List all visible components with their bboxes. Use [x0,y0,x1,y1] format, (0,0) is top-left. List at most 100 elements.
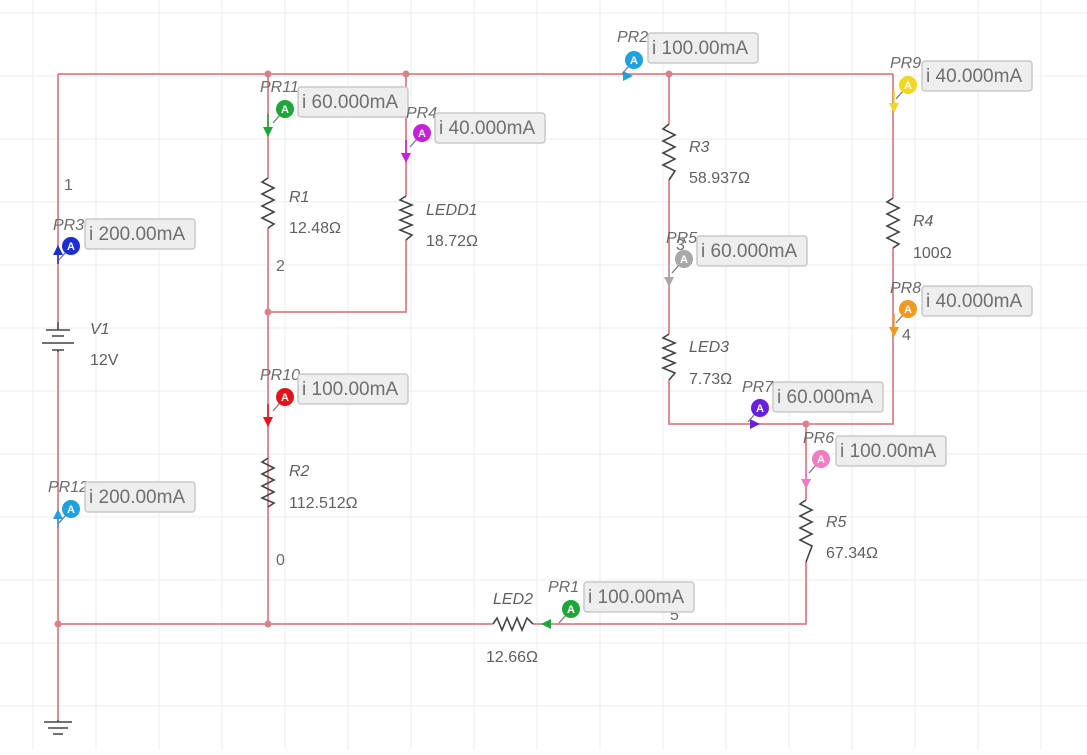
battery-icon [42,322,74,352]
probe-icon-glyph: A [281,104,289,116]
current-direction-arrow [889,103,899,113]
current-direction-arrow [750,419,760,429]
probe-reading-box[interactable] [921,60,1033,92]
ammeter-probe-icon[interactable] [751,399,769,417]
probe-reading-box[interactable] [921,285,1033,317]
resistor-r3[interactable] [661,123,677,181]
probe-stem [58,514,67,524]
r4-value: 100Ω [913,245,952,262]
wire-r4-branch[interactable] [805,74,894,500]
r5-label: R5 [826,514,847,531]
probe-name: PR10 [260,367,300,384]
wires [57,73,894,720]
probe-reading-box[interactable] [583,581,695,613]
resistor-r1[interactable] [260,177,276,229]
probe-icon-glyph: A [418,128,426,140]
resistor-r2[interactable] [260,457,276,508]
probe-name: PR3 [53,217,84,234]
r3-value: 58.937Ω [689,170,750,187]
led-ledd1[interactable] [397,195,415,241]
probe-reading-box[interactable] [84,218,196,250]
ammeter-probe-icon[interactable] [62,237,80,255]
resistor-r5[interactable] [798,499,814,563]
battery-v1[interactable] [42,322,74,352]
probe-stem [621,65,630,75]
ammeter-probe-icon[interactable] [276,388,294,406]
probe-icon-glyph: A [567,604,575,616]
wire-r3-branch[interactable] [668,74,806,425]
probe-reading-box[interactable] [297,373,409,405]
probe-reading: i 40.000mA [439,118,535,139]
led-led3[interactable] [660,333,678,381]
probe-reading-box[interactable] [696,235,808,267]
ammeter-probe-icon[interactable] [62,500,80,518]
ammeter-probe-icon[interactable] [675,250,693,268]
ammeter-probe-icon[interactable] [899,76,917,94]
resistor-icon [660,333,678,381]
led3-value: 7.73Ω [689,371,732,388]
probe-stem [895,314,904,324]
probe-reading: i 60.000mA [777,387,873,408]
junction-dot [54,620,62,628]
probe-icon-glyph: A [67,241,75,253]
ammeter-probe-icon[interactable] [625,51,643,69]
probe-name: PR4 [406,105,437,122]
current-direction-arrow [664,277,674,287]
probe-stem [671,264,680,274]
ammeter-probe-icon[interactable] [276,100,294,118]
resistor-icon [885,197,901,249]
probe-reading-box[interactable] [835,435,947,467]
probe-reading: i 100.00mA [302,379,398,400]
probe-reading-box[interactable] [772,381,884,413]
probe-icon-glyph: A [904,304,912,316]
resistor-icon [798,499,814,563]
led3-label: LED3 [689,339,729,356]
ammeter-probe-icon[interactable] [899,300,917,318]
r4-label: R4 [913,213,934,230]
current-direction-arrow [889,327,899,337]
probe-reading-box[interactable] [84,481,196,513]
led2-value: 12.66Ω [486,649,538,666]
probe-name: PR7 [742,379,774,396]
r3-label: R3 [689,139,710,156]
wire-bottom-right[interactable] [533,562,807,625]
node-label-1: 1 [64,177,73,194]
probe-stem [558,614,567,624]
probe-stem [58,251,67,261]
r5-value: 67.34Ω [826,545,878,562]
probe-name: PR11 [260,79,299,96]
probe-reading-box[interactable] [647,32,759,64]
current-direction-arrow [401,153,411,163]
resistor-icon [661,123,677,181]
ammeter-probe-icon[interactable] [562,600,580,618]
led-led2[interactable] [492,615,534,633]
resistor-r4[interactable] [885,197,901,249]
probe-reading: i 100.00mA [652,38,748,59]
probe-reading-box[interactable] [434,112,546,144]
probe-reading-box[interactable] [297,86,409,118]
probe-icon-glyph: A [756,403,764,415]
ground-icon[interactable] [44,720,72,735]
ammeter-probe-icon[interactable] [413,124,431,142]
resistor-icon [397,195,415,241]
ammeter-probe-icon[interactable] [812,450,830,468]
probe-name: PR1 [548,579,579,596]
led2-label: LED2 [493,591,533,608]
ledd1-value: 18.72Ω [426,233,478,250]
r1-value: 12.48Ω [289,220,341,237]
